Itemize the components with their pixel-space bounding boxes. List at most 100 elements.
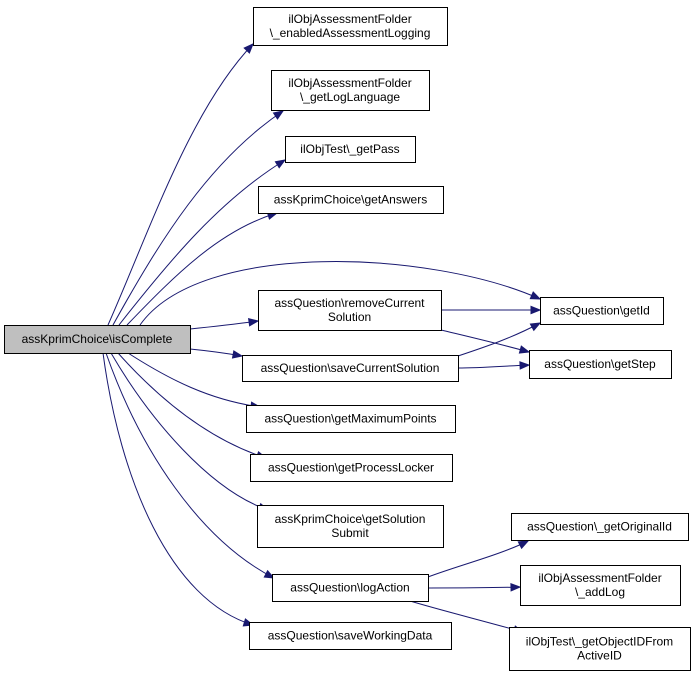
node-label: ilObjAssessmentFolder bbox=[538, 571, 661, 585]
node-box[interactable] bbox=[272, 574, 429, 602]
edge-root-to-get-maximum-points bbox=[127, 352, 262, 410]
arrowhead-icon bbox=[519, 361, 531, 370]
arrowhead-icon bbox=[243, 43, 254, 54]
node-enabled-logging[interactable]: ilObjAssessmentFolder\_enabledAssessment… bbox=[253, 7, 448, 46]
edge-line bbox=[107, 43, 254, 326]
edge-log-action-to-add-log bbox=[427, 582, 522, 592]
node-get-pass[interactable]: ilObjTest\_getPass bbox=[285, 136, 416, 163]
node-box[interactable] bbox=[511, 513, 689, 541]
arrowhead-icon bbox=[529, 291, 542, 300]
node-get-original-id[interactable]: assQuestion\_getOriginalId bbox=[511, 513, 689, 541]
edge-line bbox=[117, 352, 267, 459]
node-label: assQuestion\removeCurrent bbox=[274, 296, 425, 310]
arrowhead-icon bbox=[517, 540, 530, 550]
node-label: Submit bbox=[331, 526, 369, 540]
edge-root-to-log-action bbox=[105, 352, 276, 579]
node-label: \_enabledAssessmentLogging bbox=[270, 26, 431, 40]
node-get-process-locker[interactable]: assQuestion\getProcessLocker bbox=[250, 454, 453, 482]
node-box[interactable] bbox=[257, 505, 444, 548]
node-label: assKprimChoice\getSolution bbox=[275, 512, 426, 526]
node-add-log[interactable]: ilObjAssessmentFolder\_addLog bbox=[520, 565, 681, 606]
arrowhead-icon bbox=[510, 582, 522, 592]
edge-save-current-solution-to-get-step bbox=[457, 361, 531, 370]
edge-line bbox=[105, 352, 275, 579]
node-label: assQuestion\saveCurrentSolution bbox=[261, 361, 440, 375]
edge-root-to-enabled-logging bbox=[107, 43, 254, 326]
node-box[interactable] bbox=[529, 350, 672, 379]
node-label: assQuestion\logAction bbox=[290, 581, 409, 595]
node-label: assQuestion\saveWorkingData bbox=[268, 629, 433, 643]
node-box[interactable] bbox=[249, 622, 452, 650]
edge-root-to-remove-current-solution bbox=[189, 318, 260, 330]
edge-line bbox=[189, 320, 259, 330]
node-label: ilObjAssessmentFolder bbox=[288, 12, 411, 26]
edge-line bbox=[427, 540, 529, 578]
arrowhead-icon bbox=[263, 569, 276, 579]
node-label: assKprimChoice\isComplete bbox=[22, 332, 173, 346]
node-box[interactable] bbox=[246, 405, 456, 433]
node-label: assKprimChoice\getAnswers bbox=[274, 193, 427, 207]
node-get-answers[interactable]: assKprimChoice\getAnswers bbox=[258, 186, 444, 214]
node-root[interactable]: assKprimChoice\isComplete bbox=[4, 325, 191, 354]
node-log-action[interactable]: assQuestion\logAction bbox=[272, 574, 429, 602]
edge-line bbox=[118, 159, 286, 326]
edge-line bbox=[440, 329, 530, 353]
node-box[interactable] bbox=[250, 454, 453, 482]
node-box[interactable] bbox=[4, 325, 191, 354]
arrowhead-icon bbox=[248, 318, 260, 327]
edge-root-to-save-working-data bbox=[102, 352, 255, 627]
node-save-working-data[interactable]: assQuestion\saveWorkingData bbox=[249, 622, 452, 650]
node-box[interactable] bbox=[258, 186, 444, 214]
edge-root-to-get-id bbox=[139, 261, 542, 326]
edge-log-action-to-get-original-id bbox=[427, 540, 530, 578]
edge-root-to-get-log-language bbox=[112, 110, 285, 326]
node-label: assQuestion\getProcessLocker bbox=[268, 461, 434, 475]
node-get-id[interactable]: assQuestion\getId bbox=[540, 297, 664, 325]
arrowhead-icon bbox=[272, 110, 285, 120]
node-label: ilObjTest\_getObjectIDFrom bbox=[526, 635, 673, 649]
node-box[interactable] bbox=[253, 7, 448, 46]
edge-root-to-get-answers bbox=[126, 211, 279, 326]
edge-line bbox=[427, 586, 521, 589]
edge-line bbox=[457, 364, 530, 369]
edge-remove-current-solution-to-get-id bbox=[441, 305, 542, 315]
node-get-step[interactable]: assQuestion\getStep bbox=[529, 350, 672, 379]
node-label: assQuestion\getMaximumPoints bbox=[264, 412, 436, 426]
node-box[interactable] bbox=[520, 565, 681, 606]
edge-line bbox=[112, 110, 284, 326]
edge-line bbox=[139, 261, 541, 326]
edge-line bbox=[110, 352, 269, 511]
node-get-maximum-points[interactable]: assQuestion\getMaximumPoints bbox=[246, 405, 456, 433]
node-label: ilObjTest\_getPass bbox=[300, 142, 399, 156]
arrowhead-icon bbox=[530, 305, 542, 315]
node-box[interactable] bbox=[271, 70, 430, 111]
edge-root-to-get-pass bbox=[118, 159, 287, 326]
arrowhead-icon bbox=[231, 350, 244, 359]
edge-root-to-save-current-solution bbox=[189, 348, 244, 359]
edge-line bbox=[127, 352, 261, 408]
node-save-current-solution[interactable]: assQuestion\saveCurrentSolution bbox=[242, 355, 459, 382]
node-box[interactable] bbox=[540, 297, 664, 325]
node-label: \_addLog bbox=[575, 585, 625, 599]
node-box[interactable] bbox=[509, 627, 691, 671]
edge-save-current-solution-to-get-id bbox=[457, 322, 542, 357]
node-label: assQuestion\_getOriginalId bbox=[527, 520, 672, 534]
node-label: assQuestion\getStep bbox=[544, 357, 656, 371]
node-box[interactable] bbox=[242, 355, 459, 382]
node-box[interactable] bbox=[258, 290, 442, 331]
nodes-layer: assKprimChoice\isComplete ilObjAssessment… bbox=[4, 7, 691, 671]
node-label: ActiveID bbox=[577, 649, 622, 663]
edge-remove-current-solution-to-get-step bbox=[440, 329, 531, 354]
edge-line bbox=[102, 352, 254, 626]
arrowhead-icon bbox=[529, 322, 542, 332]
arrowhead-icon bbox=[274, 159, 287, 169]
node-label: assQuestion\getId bbox=[553, 304, 650, 318]
node-label: ilObjAssessmentFolder bbox=[288, 76, 411, 90]
node-box[interactable] bbox=[285, 136, 416, 163]
node-get-log-language[interactable]: ilObjAssessmentFolder\_getLogLanguage bbox=[271, 70, 430, 111]
arrowhead-icon bbox=[518, 345, 531, 354]
